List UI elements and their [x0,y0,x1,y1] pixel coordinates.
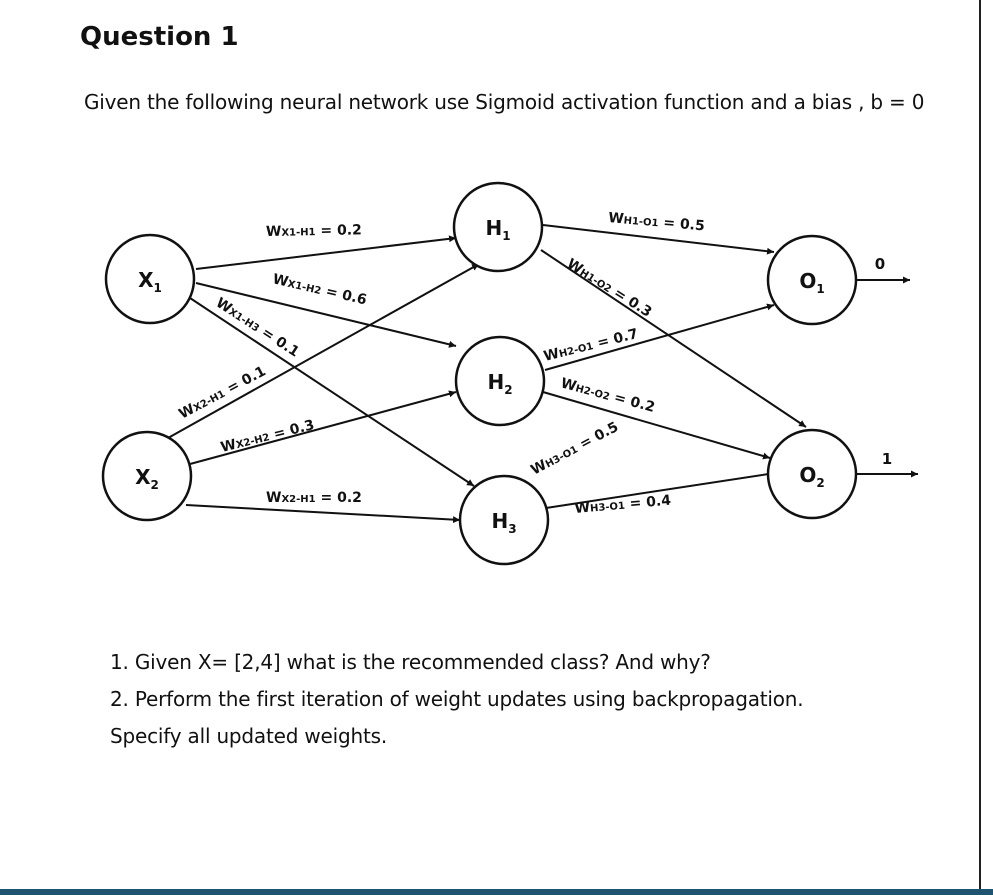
edge-x1-h3 [189,297,475,487]
page-border-right [979,0,981,895]
svg-text:X1: X1 [138,268,162,295]
edge-x2-h2 [189,390,457,465]
question-item-2: 2. Perform the first iteration of weight… [110,687,804,711]
edges [167,224,918,524]
node-x1: X1 [104,233,196,325]
weight-label-x2-h3: WX2-H1 = 0.2 [266,490,362,506]
output-label-o1: 0 [875,255,885,273]
page-bottom-bar [0,889,993,895]
weight-label-h1-o2: WH1-O2 = 0.3 [564,256,654,321]
node-h1: H1 [452,181,544,273]
svg-text:X2: X2 [135,465,159,492]
weight-label-h3-o1: WH3-O1 = 0.5 [528,419,621,479]
svg-text:O1: O1 [799,269,824,296]
question-intro: Given the following neural network use S… [84,90,925,114]
edge-h2-o2 [542,391,771,460]
node-x2: X2 [101,430,193,522]
weight-label-h2-o1: WH2-O1 = 0.7 [542,326,640,365]
question-list: 1. Given X= [2,4] what is the recommende… [110,644,804,755]
weight-label-h1-o1: WH1-O1 = 0.5 [608,210,706,234]
weight-label-h3-o2: WH3-O1 = 0.4 [574,493,672,517]
weight-label-x2-h1: WX2-H1 = 0.1 [176,363,268,422]
edge-h3-o1 [545,470,776,509]
svg-text:O2: O2 [799,463,824,490]
edge-x2-h3 [185,504,461,524]
weight-label-x2-h2: WX2-H2 = 0.3 [219,417,316,456]
edge-h2-o1 [544,303,775,371]
edge-h1-o2 [540,249,807,428]
weight-label-x1-h2: WX1-H2 = 0.6 [271,271,368,308]
edge-x1-h1 [195,235,457,270]
node-o2: O2 [766,428,858,520]
node-o1: O1 [766,234,858,326]
output-label-o2: 1 [882,450,892,468]
edge-x1-h2 [195,282,457,348]
question-heading: Question 1 [80,22,239,52]
svg-text:H1: H1 [485,216,510,243]
svg-text:H2: H2 [487,370,512,397]
edge-x2-h1 [167,263,480,439]
edge-h1-o1 [542,224,775,255]
node-h2: H2 [454,335,546,427]
question-item-2-continued: Specify all updated weights. [110,724,387,748]
weight-label-x1-h1: WX1-H1 = 0.2 [266,222,362,240]
node-h3: H3 [458,474,550,566]
svg-text:H3: H3 [491,509,516,536]
question-item-1: 1. Given X= [2,4] what is the recommende… [110,650,711,674]
